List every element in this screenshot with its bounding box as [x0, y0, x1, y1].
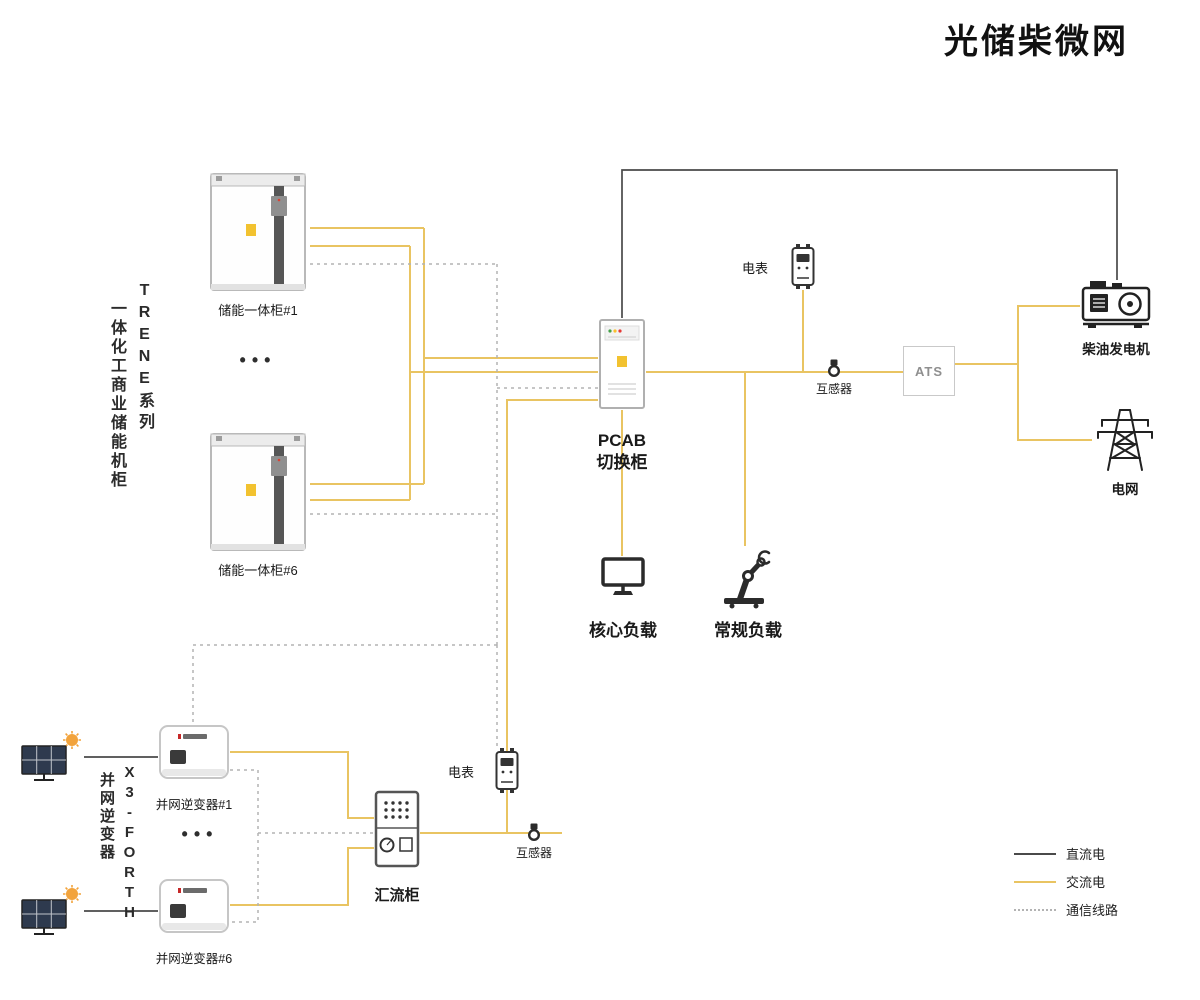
- dc-line-label: 直流电: [1066, 847, 1106, 862]
- page-title: 光储柴微网: [944, 23, 1129, 61]
- storage-cabinet-1-icon: [208, 166, 308, 296]
- legend-row-dc: 直流电: [1014, 844, 1118, 863]
- current-transformer-top-label: 互感器: [815, 382, 852, 396]
- legend-row-ac: 交流电: [1014, 872, 1118, 891]
- electric-meter-top-icon: [790, 242, 816, 290]
- dc-lines: [84, 169, 1118, 912]
- core-load-monitor-icon: [600, 556, 646, 600]
- inverter-series-desc: 并网逆变器: [98, 772, 115, 862]
- ac-line-sample: [1014, 880, 1056, 883]
- normal-load-label: 常规负载: [714, 621, 782, 640]
- ats-box: ATS: [903, 346, 955, 396]
- current-transformer-top-icon: [826, 358, 842, 378]
- electric-meter-bottom-icon: [494, 746, 520, 794]
- comm-lines: [192, 263, 598, 923]
- inverter-series-name: X3-FORTH: [121, 764, 138, 924]
- pcab-label: PCAB 切换柜: [584, 430, 660, 474]
- electric-meter-top-label: 电表: [742, 261, 769, 276]
- storage-cabinet-6-icon: [208, 426, 308, 556]
- power-grid-label: 电网: [1111, 482, 1139, 497]
- storage-cabinet-1-label: 储能一体柜#1: [218, 303, 298, 318]
- storage-ellipsis: •••: [239, 350, 277, 370]
- current-transformer-bottom-label: 互感器: [515, 846, 552, 860]
- pcab-label-line1: PCAB: [597, 431, 647, 450]
- power-grid-tower-icon: [1092, 400, 1158, 472]
- pcab-cabinet-icon: [598, 318, 646, 410]
- storage-cabinet-6-label: 储能一体柜#6: [218, 563, 298, 578]
- legend: 直流电 交流电 通信线路: [1014, 844, 1118, 928]
- solar-panel-1-icon: [20, 730, 84, 784]
- inverter-1-label: 并网逆变器#1: [155, 798, 233, 812]
- diesel-generator-label: 柴油发电机: [1082, 342, 1150, 357]
- combiner-cabinet-icon: [374, 790, 420, 868]
- solar-panel-2-icon: [20, 884, 84, 938]
- inverter-series-banner: X3-FORTH 并网逆变器: [92, 764, 142, 924]
- storage-series-name: TRENE系列: [136, 282, 153, 434]
- storage-series-banner: TRENE系列 一体化工商业储能机柜: [100, 282, 160, 490]
- current-transformer-bottom-icon: [526, 822, 542, 842]
- inverter-6-label: 并网逆变器#6: [155, 952, 233, 966]
- storage-series-desc: 一体化工商业储能机柜: [108, 300, 125, 490]
- ac-line-label: 交流电: [1066, 875, 1106, 890]
- legend-row-comm: 通信线路: [1014, 900, 1118, 919]
- electric-meter-bottom-label: 电表: [448, 765, 475, 780]
- pcab-label-line2: 切换柜: [596, 453, 648, 473]
- normal-load-robot-icon: [716, 546, 778, 610]
- inverter-6-icon: [158, 878, 230, 940]
- comm-line-label: 通信线路: [1066, 903, 1119, 918]
- diesel-generator-icon: [1080, 276, 1154, 330]
- combiner-cabinet-label: 汇流柜: [374, 887, 420, 904]
- comm-line-sample: [1014, 908, 1056, 911]
- core-load-label: 核心负载: [589, 621, 657, 640]
- ac-lines: [230, 227, 1092, 906]
- inverter-1-icon: [158, 724, 230, 786]
- inverter-ellipsis: •••: [181, 824, 219, 844]
- dc-line-sample: [1014, 852, 1056, 855]
